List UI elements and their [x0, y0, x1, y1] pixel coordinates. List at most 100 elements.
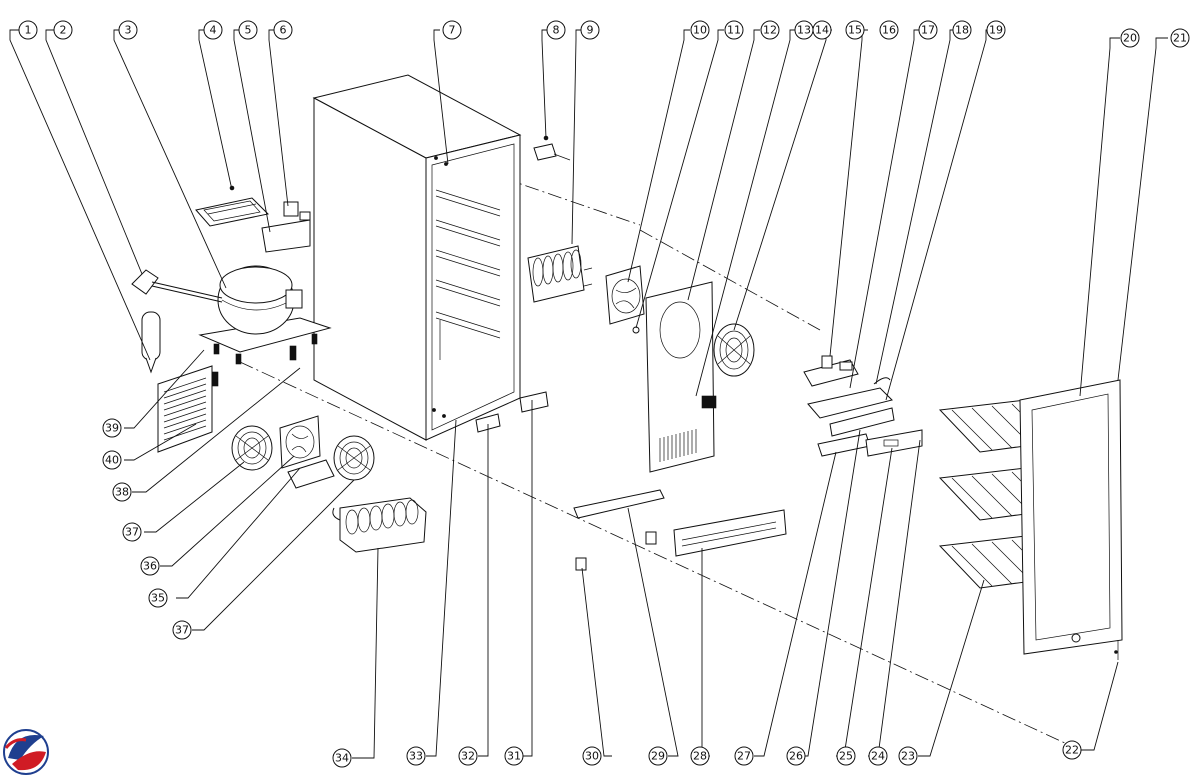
evaporator-fan: [605, 265, 645, 334]
svg-text:18: 18: [955, 24, 969, 37]
callout-11: 11: [724, 20, 744, 40]
callout-6: 6: [273, 20, 293, 40]
callout-26: 26: [786, 746, 806, 766]
svg-text:19: 19: [989, 24, 1003, 37]
svg-text:33: 33: [409, 750, 423, 763]
svg-text:30: 30: [585, 750, 599, 763]
floor-clip: [475, 413, 501, 433]
callout-40: 40: [102, 450, 122, 470]
rear-fan-guard: [713, 323, 755, 377]
cabinet: [312, 74, 522, 441]
svg-text:14: 14: [815, 24, 829, 37]
callout-8: 8: [546, 20, 566, 40]
svg-text:22: 22: [1065, 744, 1079, 757]
condenser-grille: [157, 365, 213, 453]
callout-19: 19: [986, 20, 1006, 40]
callout-22: 22: [1062, 740, 1082, 760]
condenser-fan: [279, 415, 335, 489]
svg-text:20: 20: [1123, 32, 1137, 45]
condenser-coil: [332, 497, 427, 553]
svg-text:39: 39: [105, 422, 119, 435]
svg-text:40: 40: [105, 454, 119, 467]
svg-text:23: 23: [901, 750, 915, 763]
kick-plate: [673, 509, 787, 557]
svg-text:1: 1: [25, 24, 32, 37]
fan-guard-left: [231, 425, 273, 471]
svg-text:5: 5: [245, 24, 252, 37]
evaporator-coil: [527, 245, 593, 303]
callout-15: 15: [845, 20, 865, 40]
svg-text:4: 4: [210, 24, 217, 37]
callout-7: 7: [442, 20, 462, 40]
svg-text:2: 2: [60, 24, 67, 37]
svg-text:8: 8: [553, 24, 560, 37]
callout-29: 29: [648, 746, 668, 766]
bottom-hinge: [519, 391, 549, 413]
svg-text:9: 9: [587, 24, 594, 37]
display-housing: [807, 377, 895, 437]
callout-32: 32: [458, 746, 478, 766]
display-panel: [817, 429, 923, 457]
base-rail: [573, 489, 665, 571]
callout-2: 2: [53, 20, 73, 40]
top-hinge: [533, 135, 571, 161]
svg-text:28: 28: [693, 750, 707, 763]
svg-text:37: 37: [125, 526, 139, 539]
svg-text:6: 6: [280, 24, 287, 37]
svg-text:32: 32: [461, 750, 475, 763]
compressor: [198, 265, 332, 365]
svg-text:25: 25: [839, 750, 853, 763]
brand-logo: [3, 729, 49, 775]
callout-34: 34: [332, 748, 352, 768]
control-board: [803, 355, 859, 387]
svg-text:13: 13: [797, 24, 811, 37]
callout-24: 24: [868, 746, 888, 766]
svg-text:12: 12: [763, 24, 777, 37]
svg-text:10: 10: [693, 24, 707, 37]
mount-foot: [211, 371, 219, 387]
callout-37b: 37: [172, 620, 192, 640]
svg-text:38: 38: [115, 486, 129, 499]
svg-text:7: 7: [449, 24, 456, 37]
svg-text:31: 31: [507, 750, 521, 763]
callout-17: 17: [918, 20, 938, 40]
svg-text:17: 17: [921, 24, 935, 37]
callout-20: 20: [1120, 28, 1140, 48]
callout-14: 14: [812, 20, 832, 40]
bracket: [261, 219, 311, 253]
svg-text:35: 35: [151, 592, 165, 605]
power-cord-plug: [131, 269, 223, 303]
callout-35: 35: [148, 588, 168, 608]
callout-18: 18: [952, 20, 972, 40]
callout-33: 33: [406, 746, 426, 766]
callout-37a: 37: [122, 522, 142, 542]
callout-21: 21: [1170, 28, 1190, 48]
callout-4: 4: [203, 20, 223, 40]
callout-25: 25: [836, 746, 856, 766]
callout-1: 1: [18, 20, 38, 40]
drip-tray: [195, 185, 270, 227]
svg-text:34: 34: [335, 752, 349, 765]
callout-3: 3: [118, 20, 138, 40]
back-panel: [645, 281, 717, 473]
callout-12: 12: [760, 20, 780, 40]
fan-guard-right: [333, 435, 375, 481]
filter-drier: [141, 311, 161, 374]
svg-text:36: 36: [143, 560, 157, 573]
svg-text:24: 24: [871, 750, 885, 763]
svg-text:16: 16: [882, 24, 896, 37]
callout-28: 28: [690, 746, 710, 766]
glass-door: [1019, 379, 1123, 660]
callout-10: 10: [690, 20, 710, 40]
callout-39: 39: [102, 418, 122, 438]
callout-13: 13: [794, 20, 814, 40]
assembly-axis-bottom: [239, 361, 1081, 751]
svg-text:3: 3: [125, 24, 132, 37]
assembly-axis-mid: [639, 229, 821, 331]
callout-36: 36: [140, 556, 160, 576]
callout-27: 27: [734, 746, 754, 766]
callout-9: 9: [580, 20, 600, 40]
svg-text:26: 26: [789, 750, 803, 763]
svg-text:37: 37: [175, 624, 189, 637]
